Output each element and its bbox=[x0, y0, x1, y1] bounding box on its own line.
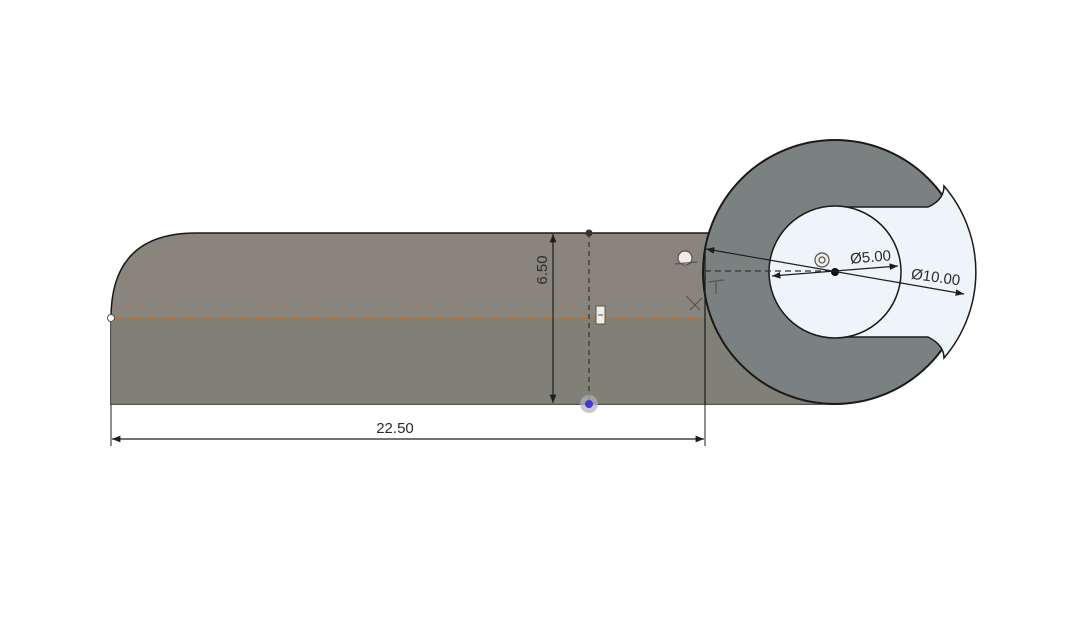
inner-diameter-label[interactable]: Ø5.00 bbox=[850, 247, 892, 267]
outer-diameter-dimension[interactable]: Ø10.00 bbox=[705, 247, 965, 296]
height-dimension-label[interactable]: 6.50 bbox=[534, 255, 551, 284]
width-dimension[interactable]: 22.50 bbox=[110, 404, 706, 446]
outer-diameter-label[interactable]: Ø10.00 bbox=[910, 266, 961, 290]
sketch-profile-lower-region bbox=[111, 318, 835, 404]
centerline-endpoint[interactable] bbox=[107, 314, 115, 322]
concentric-constraint-icon[interactable] bbox=[814, 252, 830, 268]
perpendicular-constraint-icon[interactable] bbox=[685, 295, 703, 311]
construction-top-point[interactable] bbox=[585, 229, 593, 237]
origin-point[interactable] bbox=[585, 400, 593, 408]
height-dimension[interactable]: 6.50 bbox=[534, 234, 557, 403]
tangent-constraint-icon[interactable] bbox=[674, 250, 698, 266]
width-dimension-label[interactable]: 22.50 bbox=[376, 420, 414, 437]
midpoint-constraint-icon[interactable] bbox=[595, 305, 606, 325]
